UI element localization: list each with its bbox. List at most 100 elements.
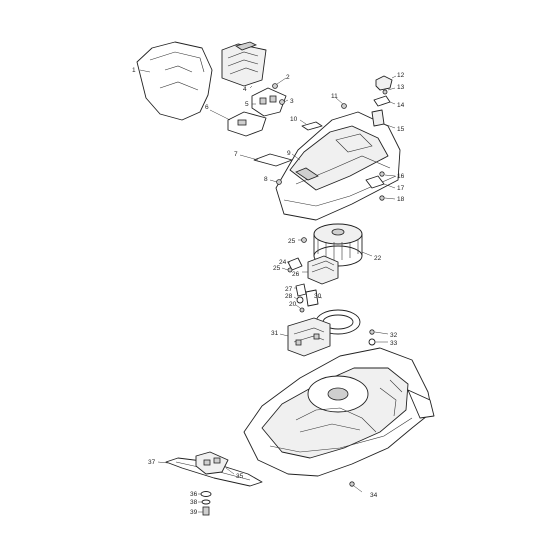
svg-text:39: 39 xyxy=(190,509,198,516)
part-4-battery xyxy=(221,41,267,87)
svg-text:31: 31 xyxy=(271,330,279,337)
callout-27: 27 xyxy=(285,286,297,293)
callout-6: 6 xyxy=(205,104,231,121)
part-28-spacer xyxy=(296,296,304,304)
part-1-cover xyxy=(136,41,213,121)
callout-36: 36 xyxy=(190,491,201,498)
callout-30: 30 xyxy=(314,293,323,300)
callout-28: 28 xyxy=(285,293,298,300)
svg-text:3: 3 xyxy=(290,98,294,105)
callout-15: 15 xyxy=(383,123,405,133)
svg-text:13: 13 xyxy=(397,84,405,91)
svg-text:36: 36 xyxy=(190,491,198,498)
part-12-cap xyxy=(375,75,393,91)
callout-16: 16 xyxy=(384,173,405,180)
svg-text:8: 8 xyxy=(264,176,268,183)
svg-text:9: 9 xyxy=(287,150,291,157)
callout-10: 10 xyxy=(290,116,307,125)
callout-18: 18 xyxy=(384,196,405,203)
callout-3: 3 xyxy=(283,98,294,105)
callout-32: 32 xyxy=(374,331,398,339)
svg-text:18: 18 xyxy=(397,196,405,203)
callout-9: 9 xyxy=(287,150,301,161)
svg-text:30: 30 xyxy=(314,293,322,300)
svg-text:24: 24 xyxy=(279,259,287,266)
svg-text:33: 33 xyxy=(390,340,398,347)
svg-text:14: 14 xyxy=(397,102,405,109)
part-39-bolt xyxy=(202,506,210,516)
svg-text:11: 11 xyxy=(331,93,338,100)
callout-13: 13 xyxy=(387,84,405,91)
svg-text:20: 20 xyxy=(289,301,297,308)
callout-31: 31 xyxy=(271,330,289,337)
callout-20: 20 xyxy=(289,301,301,309)
part-33-washer xyxy=(368,338,376,346)
part-9-housing xyxy=(275,111,401,221)
svg-text:4: 4 xyxy=(243,86,247,93)
part-20-screw xyxy=(299,307,305,313)
part-5-bracket xyxy=(251,87,287,117)
svg-text:7: 7 xyxy=(234,151,238,158)
callout-38: 38 xyxy=(190,499,202,506)
part-27-sleeve xyxy=(295,283,307,297)
callout-25: 25 xyxy=(273,265,289,272)
svg-text:32: 32 xyxy=(390,332,398,339)
part-6-switch xyxy=(227,111,267,137)
svg-text:10: 10 xyxy=(290,116,298,123)
part-38-washer xyxy=(201,499,211,505)
callout-2: 2 xyxy=(276,74,290,85)
svg-text:25: 25 xyxy=(273,265,281,272)
svg-text:34: 34 xyxy=(370,492,378,499)
part-34-screw xyxy=(349,481,355,487)
part-26-board xyxy=(307,255,339,285)
callout-33: 33 xyxy=(375,340,398,347)
part-32-screw xyxy=(369,329,375,335)
part-2-screw xyxy=(272,83,278,89)
part-14-clip xyxy=(373,95,391,107)
callout-11: 11 xyxy=(331,93,344,105)
part-3-screw xyxy=(279,99,285,105)
callout-26: 26 xyxy=(292,271,308,278)
callout-22: 22 xyxy=(361,251,382,262)
svg-text:12: 12 xyxy=(397,72,405,79)
callout-17: 17 xyxy=(383,183,405,192)
svg-text:37: 37 xyxy=(148,459,156,466)
callout-23: 25 xyxy=(288,238,302,245)
svg-text:22: 22 xyxy=(374,255,382,262)
callout-35: 35 xyxy=(225,467,244,480)
part-31-controller xyxy=(287,317,331,357)
part-13-screw xyxy=(382,89,388,95)
part-8-screw xyxy=(276,179,282,185)
svg-text:15: 15 xyxy=(397,126,405,133)
part-11-screw xyxy=(341,103,347,109)
part-16-screw xyxy=(379,171,385,177)
svg-text:25: 25 xyxy=(288,238,296,245)
callout-39: 39 xyxy=(190,509,203,516)
callout-8: 8 xyxy=(264,176,278,183)
part-36-washer xyxy=(200,491,212,497)
svg-text:2: 2 xyxy=(286,74,290,81)
svg-text:1: 1 xyxy=(132,67,136,74)
svg-text:26: 26 xyxy=(292,271,300,278)
part-24-plug xyxy=(287,257,303,271)
callout-4: 4 xyxy=(243,85,253,93)
svg-text:6: 6 xyxy=(205,104,209,111)
svg-text:38: 38 xyxy=(190,499,198,506)
part-18-screw xyxy=(379,195,385,201)
callout-12: 12 xyxy=(391,72,405,79)
svg-text:17: 17 xyxy=(397,185,405,192)
callout-1: 1 xyxy=(132,67,151,74)
part-30-bushing xyxy=(305,289,319,307)
mower-deck xyxy=(243,347,435,477)
callout-34: 34 xyxy=(353,485,378,499)
callout-14: 14 xyxy=(389,101,405,109)
callout-5: 5 xyxy=(245,101,256,108)
part-35-blade-holder xyxy=(195,451,229,475)
part-10-strip xyxy=(301,121,323,131)
callout-7: 7 xyxy=(234,151,259,161)
svg-text:27: 27 xyxy=(285,286,293,293)
svg-text:16: 16 xyxy=(397,173,405,180)
svg-text:5: 5 xyxy=(245,101,249,108)
part-23-screw xyxy=(301,237,307,243)
